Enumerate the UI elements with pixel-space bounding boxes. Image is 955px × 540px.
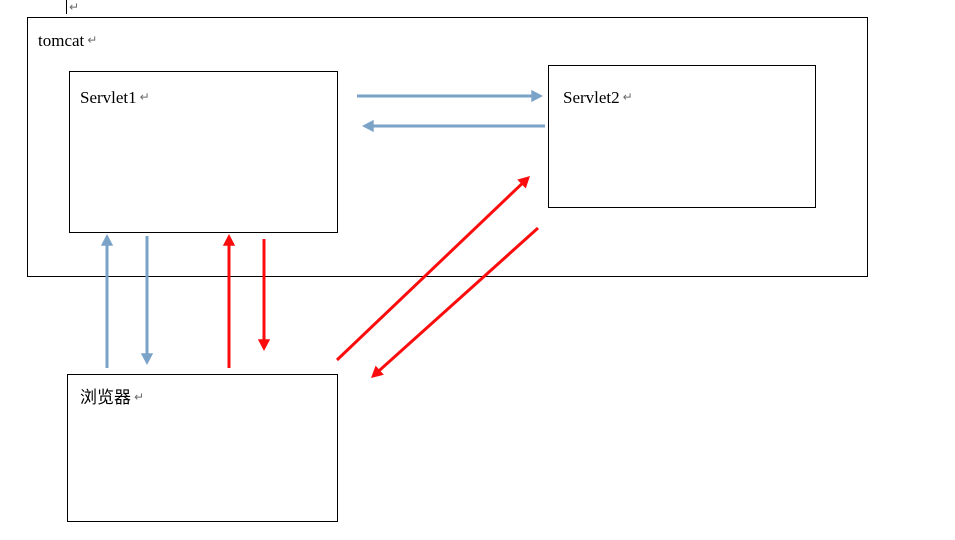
arrow-head-icon (257, 339, 271, 351)
servlet1-label-text: Servlet1 (80, 88, 137, 107)
arrow-head-icon (371, 365, 384, 378)
servlet2-label: Servlet2↵ (563, 89, 633, 106)
servlet2-box[interactable] (548, 65, 816, 208)
servlet1-label: Servlet1↵ (80, 89, 150, 106)
arrow-servlet1-to-browser-red[interactable] (257, 239, 271, 351)
paragraph-mark-icon: ↵ (87, 33, 98, 47)
paragraph-mark-icon: ↵ (139, 90, 150, 104)
browser-label-text: 浏览器 (80, 388, 131, 408)
paragraph-mark-icon: ↵ (69, 0, 80, 14)
arrow-head-icon (222, 234, 236, 246)
arrow-browser-to-servlet1-red[interactable] (222, 234, 236, 368)
text-caret (66, 0, 67, 14)
browser-label: 浏览器↵ (80, 389, 144, 407)
paragraph-mark-icon: ↵ (134, 390, 145, 404)
arrow-shaft (335, 182, 524, 362)
arrow-servlet2-to-servlet1[interactable] (362, 119, 545, 133)
tomcat-label: tomcat↵ (38, 32, 97, 49)
arrow-servlet2-to-browser-red[interactable] (371, 226, 540, 378)
arrow-servlet1-to-servlet2[interactable] (357, 89, 543, 103)
arrow-shaft (378, 226, 540, 372)
tomcat-container-box[interactable] (27, 17, 868, 277)
arrow-head-icon (362, 119, 374, 133)
arrow-browser-to-servlet1[interactable] (100, 234, 114, 368)
arrow-head-icon (517, 176, 530, 189)
servlet2-label-text: Servlet2 (563, 88, 620, 107)
arrow-head-icon (531, 89, 543, 103)
arrow-head-icon (100, 234, 114, 246)
browser-box[interactable] (67, 374, 338, 522)
paragraph-mark-icon: ↵ (622, 90, 633, 104)
arrow-head-icon (140, 353, 154, 365)
servlet1-box[interactable] (69, 71, 338, 233)
arrow-browser-to-servlet2-red[interactable] (335, 176, 530, 362)
tomcat-label-text: tomcat (38, 31, 85, 50)
arrow-servlet1-to-browser[interactable] (140, 236, 154, 365)
